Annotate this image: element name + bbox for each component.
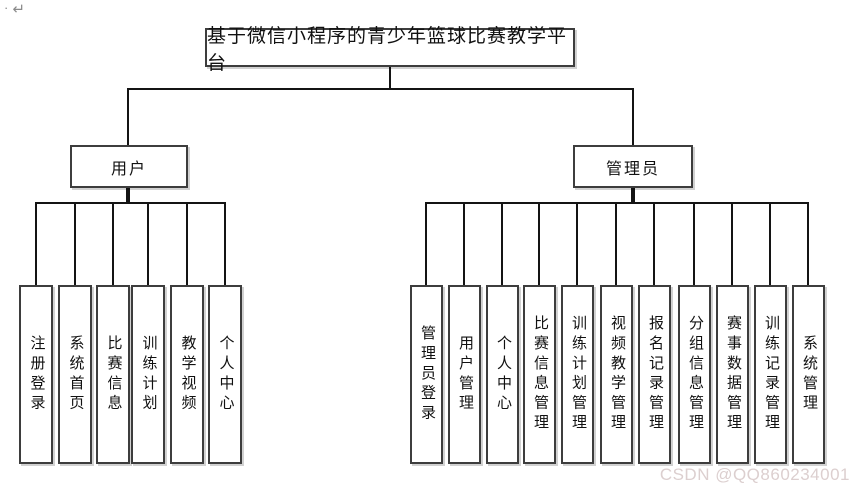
leaf-system-management: 系统管理 (792, 285, 825, 464)
connector-line (35, 202, 226, 204)
leaf-label: 教学视频 (179, 334, 196, 415)
leaf-label: 训练记录管理 (763, 315, 779, 434)
leaf-label: 个人中心 (217, 334, 234, 415)
branch-node-admin: 管理员 (573, 145, 693, 188)
leaf-video-teaching-management: 视频教学管理 (600, 285, 633, 464)
root-node: 基于微信小程序的青少年篮球比赛教学平台 (205, 26, 575, 74)
dot-mark: · (4, 0, 9, 15)
connector-line (807, 203, 809, 286)
connector-line (224, 203, 226, 286)
leaf-teaching-video: 教学视频 (170, 285, 204, 464)
leaf-label: 训练计划 (140, 334, 157, 415)
watermark: CSDN @QQ860234001 (659, 465, 850, 484)
connector-line (147, 203, 149, 286)
leaf-label: 注册登录 (28, 334, 45, 415)
connector-line (389, 67, 391, 90)
connector-line (731, 203, 733, 286)
connector-line (693, 203, 695, 286)
leaf-personal-center-admin: 个人中心 (486, 285, 519, 464)
connector-line (769, 203, 771, 286)
connector-line (126, 187, 130, 204)
connector-line (425, 202, 809, 204)
leaf-training-plan: 训练计划 (131, 285, 165, 464)
leaf-match-info: 比赛信息 (96, 285, 130, 464)
leaf-event-data-management: 赛事数据管理 (716, 285, 749, 464)
branch-admin-label: 管理员 (605, 160, 660, 178)
connector-line (653, 203, 655, 286)
leaf-label: 报名记录管理 (647, 315, 663, 434)
leaf-group-info-management: 分组信息管理 (678, 285, 711, 464)
connector-line (631, 187, 635, 204)
connector-line (632, 88, 634, 146)
connector-line (112, 203, 114, 286)
connector-line (127, 88, 129, 146)
leaf-label: 视频教学管理 (609, 315, 625, 434)
leaf-user-management: 用户管理 (448, 285, 481, 464)
leaf-training-record-management: 训练记录管理 (754, 285, 787, 464)
leaf-label: 系统管理 (801, 334, 817, 415)
leaf-label: 分组信息管理 (687, 315, 703, 434)
return-arrow-icon: ↵ (12, 1, 26, 18)
leaf-label: 系统首页 (67, 334, 84, 415)
leaf-register-login: 注册登录 (19, 285, 53, 464)
connector-line (538, 203, 540, 286)
connector-line (74, 203, 76, 286)
connector-line (127, 88, 634, 90)
leaf-label: 训练计划管理 (570, 315, 586, 434)
leaf-system-home: 系统首页 (58, 285, 92, 464)
leaf-label: 比赛信息 (105, 334, 122, 415)
leaf-training-plan-management: 训练计划管理 (561, 285, 594, 464)
leaf-label: 个人中心 (495, 334, 511, 415)
root-node-label: 基于微信小程序的青少年篮球比赛教学平台 (207, 25, 568, 74)
connector-line (186, 203, 188, 286)
leaf-label: 比赛信息管理 (532, 315, 548, 434)
connector-line (35, 203, 37, 286)
leaf-label: 赛事数据管理 (725, 315, 741, 434)
connector-line (463, 203, 465, 286)
leaf-label: 用户管理 (457, 334, 473, 415)
branch-user-label: 用户 (110, 160, 147, 178)
paragraph-mark: · ↵ (4, 0, 25, 17)
connector-line (576, 203, 578, 286)
leaf-registration-record-management: 报名记录管理 (638, 285, 671, 464)
branch-node-user: 用户 (70, 145, 188, 188)
leaf-label: 管理员登录 (419, 325, 435, 424)
leaf-admin-login: 管理员登录 (410, 285, 443, 464)
connector-line (425, 203, 427, 286)
leaf-match-info-management: 比赛信息管理 (523, 285, 556, 464)
connector-line (501, 203, 503, 286)
leaf-personal-center: 个人中心 (208, 285, 242, 464)
connector-line (615, 203, 617, 286)
